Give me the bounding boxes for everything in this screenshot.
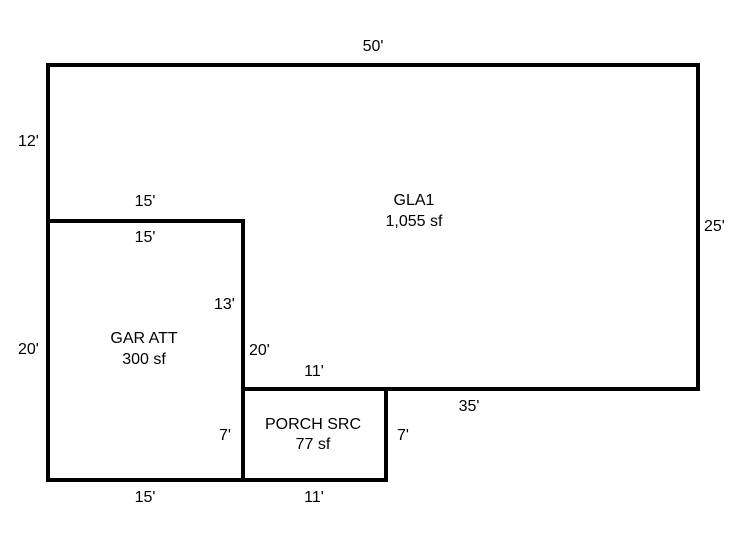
dim-gar-right: 13' [214, 296, 235, 313]
dim-porch-bottom: 11' [304, 489, 324, 506]
dim-gla-inner-top: 15' [134, 193, 156, 210]
gla1-size-label: 1,055 sf [385, 213, 443, 230]
garage-size-label: 300 sf [122, 351, 166, 368]
dim-gla-right: 25' [704, 218, 725, 235]
dim-gla-left: 12' [18, 133, 39, 150]
dim-gla-bottom: 35' [458, 398, 480, 415]
dim-gar-top: 15' [134, 229, 156, 246]
porch-size-label: 77 sf [295, 436, 331, 453]
garage-outline [46, 219, 245, 482]
dim-gar-right-lower: 7' [219, 427, 231, 444]
porch-outline [241, 387, 388, 482]
dim-porch-top: 11' [304, 363, 324, 380]
dim-gla-inner-step: 20' [249, 342, 270, 359]
gla1-name-label: GLA1 [393, 192, 435, 209]
dim-gla-top: 50' [362, 38, 384, 55]
dim-porch-right: 7' [397, 427, 409, 444]
garage-name-label: GAR ATT [110, 330, 178, 347]
dim-gar-bottom: 15' [134, 489, 156, 506]
dim-gar-left: 20' [18, 341, 39, 358]
porch-name-label: PORCH SRC [264, 416, 362, 433]
